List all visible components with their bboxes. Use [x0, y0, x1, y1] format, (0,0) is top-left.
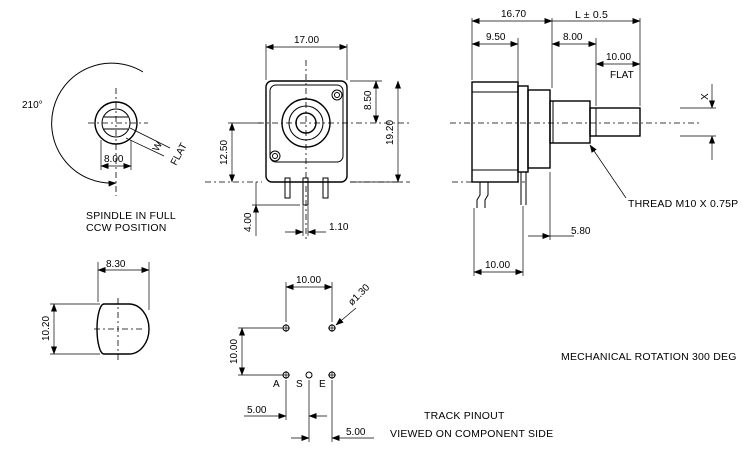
front-400-label: 4.00 — [243, 212, 254, 232]
front-850-label: 8.50 — [363, 90, 374, 110]
pin-s-label: S — [296, 379, 303, 390]
shaft-end-outline — [96, 303, 150, 355]
spindle-width-label: 8.00 — [104, 154, 124, 165]
side-pin-left-2 — [484, 182, 489, 208]
pinout-hole-s — [305, 371, 313, 379]
side-thread — [549, 100, 591, 144]
pinout-top-label: 10.00 — [296, 275, 321, 286]
pinout-hole-tl — [282, 324, 290, 332]
side-580-label: 5.80 — [571, 226, 591, 237]
pinout-hole-leader — [335, 307, 357, 326]
front-pin-middle — [302, 177, 309, 206]
rotation-angle-label: 210° — [22, 100, 43, 111]
mechanical-rotation-note: MECHANICAL ROTATION 300 DEG — [561, 351, 737, 363]
pinout-500-a-label: 5.00 — [247, 405, 267, 416]
flat-leader-2 — [125, 137, 165, 157]
front-mount-hole-bl — [269, 150, 281, 162]
pinout-500-b-label: 5.00 — [346, 427, 366, 438]
pinout-hole-tr — [328, 324, 336, 332]
pinout-left-label: 10.00 — [229, 339, 240, 364]
pin-a-label: A — [273, 379, 280, 390]
side-flat-length-label: 10.00 — [606, 52, 631, 63]
shaft-end-height-label: 10.20 — [41, 316, 52, 341]
front-1250-label: 12.50 — [219, 140, 230, 165]
pinout-hole-a — [282, 371, 290, 379]
side-body — [471, 81, 519, 183]
front-110-label: 1.10 — [329, 222, 349, 233]
front-body — [265, 80, 348, 183]
flat-w-label: W — [151, 139, 165, 153]
spindle-view: 210° 8.00 W FLAT SPINDLE IN FULL CCW POS… — [22, 62, 190, 234]
side-pin-right — [520, 172, 527, 205]
front-width-label: 17.00 — [294, 35, 319, 46]
side-view: 16.70 L ± 0.5 9.50 8.00 10.00 FLAT X THR… — [450, 9, 738, 276]
side-l-label: L ± 0.5 — [575, 9, 608, 21]
side-flat-label: FLAT — [610, 70, 634, 81]
side-x-label: X — [700, 93, 711, 100]
flat-leader-1 — [129, 127, 171, 149]
pinout-caption-2: VIEWED ON COMPONENT SIDE — [390, 428, 553, 440]
side-shaft — [589, 107, 641, 137]
spindle-caption-2: CCW POSITION — [86, 222, 167, 234]
pinout-caption-1: TRACK PINOUT — [424, 410, 505, 422]
side-thread-label: THREAD M10 X 0.75P — [628, 198, 738, 210]
side-flange — [517, 85, 529, 173]
side-bushing — [527, 89, 551, 169]
pinout-hole-label: ø1.30 — [346, 282, 372, 308]
side-pin-left — [476, 182, 481, 208]
front-mount-hole-bl-inner — [272, 153, 278, 159]
side-950-label: 9.50 — [486, 32, 506, 43]
rotation-arc — [51, 62, 144, 187]
shaft-end-width-label: 8.30 — [106, 259, 126, 270]
pinout-view: 10.00 10.00 ø1.30 A S E 5.00 5.00 TRACK … — [229, 275, 553, 442]
front-mount-hole-tr-inner — [334, 92, 340, 98]
front-mount-hole-tr — [331, 89, 343, 101]
side-1670-label: 16.70 — [501, 9, 526, 20]
side-800-label: 8.00 — [563, 32, 583, 43]
pinout-hole-e — [328, 371, 336, 379]
front-view: 17.00 8.50 19.20 12.50 4.00 1.10 — [205, 35, 410, 240]
front-pin-left — [284, 177, 291, 199]
shaft-end-view: 8.30 10.20 — [41, 259, 150, 360]
front-body-inner — [269, 84, 344, 163]
front-pin-right — [322, 177, 329, 199]
side-thread-leader — [589, 144, 627, 199]
side-1000-bottom-label: 10.00 — [485, 260, 510, 271]
spindle-caption-1: SPINDLE IN FULL — [86, 210, 176, 222]
front-1920-label: 19.20 — [385, 120, 396, 145]
flat-label: FLAT — [169, 141, 190, 167]
pin-e-label: E — [319, 379, 326, 390]
